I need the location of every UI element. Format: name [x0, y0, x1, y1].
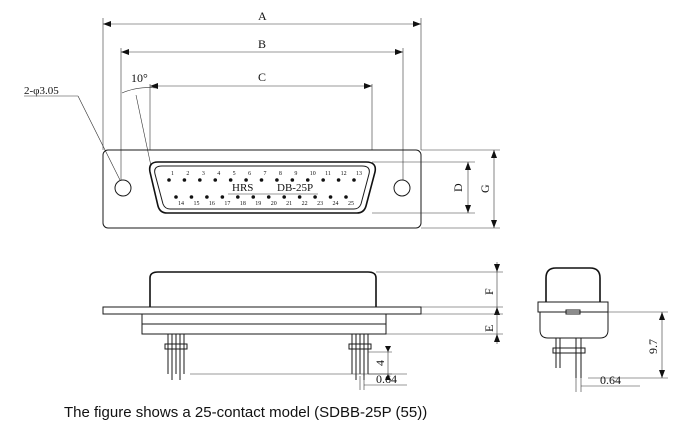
bottom-row-pin-23 — [313, 195, 317, 199]
dim-pin-length-label: 4 — [373, 360, 387, 366]
top-row-pin-5 — [228, 178, 233, 182]
figure-caption: The figure shows a 25-contact model (SDB… — [64, 404, 428, 421]
side-body — [539, 312, 609, 339]
brand-label: HRS — [232, 182, 253, 194]
pins-left-elevation — [164, 334, 188, 380]
top-row-pin-number: 10 — [310, 171, 316, 177]
top-row-pin-number: 13 — [356, 171, 362, 177]
top-row-pin-2 — [182, 178, 187, 182]
top-row-pin-number: 8 — [279, 171, 282, 177]
bottom-row-pin-25 — [344, 195, 348, 199]
top-row-pin-1 — [167, 178, 171, 182]
bottom-row-pin-19 — [251, 195, 256, 199]
dim-a-label: A — [258, 9, 267, 23]
bottom-row-pin-15 — [189, 195, 194, 199]
bottom-row-pin-number: 25 — [348, 201, 354, 207]
top-row-pin-7 — [259, 178, 264, 182]
flange-plate-top — [102, 306, 422, 315]
top-row-pin-9 — [290, 178, 295, 182]
dim-e-label: E — [482, 325, 496, 332]
dim-b-label: B — [258, 37, 266, 51]
bottom-row-pin-24 — [328, 195, 333, 199]
bottom-row-pin-number: 20 — [271, 201, 277, 207]
bottom-row-pin-number: 22 — [302, 201, 308, 207]
bottom-row-pin-17 — [220, 195, 225, 199]
top-row-pin-13 — [352, 178, 356, 182]
bottom-row-pin-number: 21 — [286, 201, 292, 207]
dim-pin-width-label: 0.64 — [376, 372, 397, 386]
d-shell-inner — [154, 165, 370, 210]
dim-g-label: G — [478, 184, 492, 193]
top-row-pin-number: 5 — [233, 171, 236, 177]
top-row-pin-10 — [305, 178, 310, 182]
dim-side-height-label: 9.7 — [646, 339, 660, 354]
hole-label: 2-φ3.05 — [24, 85, 59, 97]
top-row-pin-12 — [336, 178, 341, 182]
shell-body-elevation — [149, 271, 377, 307]
top-row-pin-number: 2 — [186, 171, 189, 177]
body-lower-elevation — [103, 313, 421, 335]
model-label: DB-25P — [277, 182, 313, 194]
bottom-row-pin-number: 15 — [193, 201, 199, 207]
top-row-pin-6 — [244, 178, 248, 182]
bottom-row-pin-18 — [236, 195, 240, 199]
pins-right-elevation — [348, 334, 372, 380]
bottom-row-pin-number: 16 — [209, 201, 215, 207]
bottom-row-pin-20 — [266, 195, 271, 199]
top-row-pin-number: 6 — [248, 171, 251, 177]
bottom-row-pin-number: 14 — [178, 201, 184, 207]
d-shell-outer — [148, 161, 377, 214]
bottom-row-pin-number: 23 — [317, 201, 323, 207]
bottom-row-pin-number: 19 — [255, 201, 261, 207]
mounting-hole-right — [393, 179, 411, 197]
bottom-row-pin-22 — [297, 195, 302, 199]
top-row-pin-number: 7 — [264, 171, 267, 177]
top-row-pin-8 — [275, 178, 279, 182]
side-flange — [537, 301, 609, 313]
flange-front — [102, 149, 422, 229]
dim-f-label: F — [482, 288, 496, 295]
bottom-row-pin-number: 24 — [333, 201, 339, 207]
top-row-pin-number: 9 — [294, 171, 297, 177]
bottom-row-pin-14 — [174, 195, 178, 199]
bottom-row-pin-number: 17 — [224, 201, 230, 207]
top-row-pin-number: 4 — [217, 171, 220, 177]
top-row-pin-number: 1 — [171, 171, 174, 177]
top-row-pin-3 — [198, 178, 202, 182]
side-shell — [545, 267, 601, 302]
dim-c-label: C — [258, 70, 266, 84]
dim-side-pin-width-label: 0.64 — [600, 373, 621, 387]
bottom-row-pin-21 — [282, 195, 286, 199]
top-row-pin-number: 12 — [341, 171, 347, 177]
top-row-pin-number: 11 — [325, 171, 331, 177]
dim-d-label: D — [451, 183, 465, 192]
bottom-row-pin-number: 18 — [240, 201, 246, 207]
top-row-pin-4 — [213, 178, 218, 182]
mounting-hole-left — [114, 179, 132, 197]
top-row-pin-number: 3 — [202, 171, 205, 177]
bottom-row-pin-16 — [205, 195, 209, 199]
top-row-pin-11 — [321, 178, 325, 182]
angle-label: 10° — [131, 71, 148, 85]
